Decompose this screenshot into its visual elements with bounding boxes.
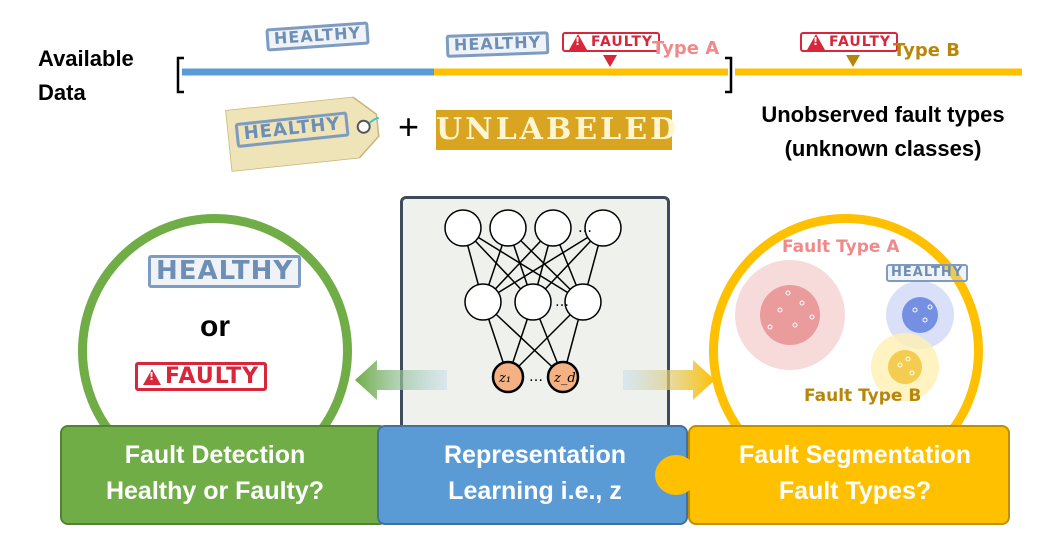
representation-label-line2: Learning i.e., z [448, 477, 622, 505]
available-data-label: Available Data [38, 46, 134, 105]
faulty-stamp-text: FAULTY [829, 33, 892, 50]
left-faulty-stamp: FAULTY [135, 362, 268, 392]
input-node [444, 209, 482, 247]
warning-icon [807, 34, 825, 50]
left-healthy-stamp: HEALTHY [148, 255, 302, 289]
or-label: or [200, 310, 230, 343]
cluster-b-inner [888, 350, 922, 384]
input-node [489, 209, 527, 247]
hidden-node [514, 283, 552, 321]
fault-segmentation-piece [688, 425, 1010, 525]
timeline-faulty-stamp-b: FAULTY [800, 32, 899, 52]
latent-label-last: z_d [553, 371, 576, 386]
healthy-tag: HEALTHY [225, 94, 383, 172]
type-b-marker [846, 55, 860, 67]
unobserved-fault-types-label: Unobserved fault types (unknown classes) [761, 102, 1005, 161]
fault-type-a-label: Fault Type A [782, 237, 900, 257]
arrow-to-segmentation [623, 360, 715, 400]
left-bracket [176, 56, 184, 94]
latent-node-last [546, 360, 580, 394]
fault-segmentation-label: Fault Segmentation Fault Types? [739, 441, 971, 505]
warning-icon [143, 368, 161, 385]
latent-node-first [491, 360, 525, 394]
timeline-graphic [176, 55, 1022, 94]
fault-type-b-label: Fault Type B [804, 386, 922, 406]
cluster-healthy-inner [902, 297, 938, 333]
neural-network: … … … z₁ z_d [444, 209, 622, 394]
cluster-a-inner [760, 285, 820, 345]
plus-sign: + [398, 106, 420, 147]
arrow-to-detection [355, 360, 447, 400]
hidden-node [564, 283, 602, 321]
tag-shape [225, 95, 383, 172]
right-healthy-stamp: HEALTHY [886, 264, 969, 282]
fault-detection-label: Fault Detection Healthy or Faulty? [105, 441, 325, 505]
hidden-dots: … [555, 294, 569, 310]
puzzle-knob-right [655, 455, 697, 495]
type-a-marker [603, 55, 617, 67]
right-bracket [725, 56, 733, 94]
timeline-healthy-stamp-2: HEALTHY [445, 31, 550, 58]
unlabeled-badge: UNLABELED [436, 110, 676, 150]
faulty-stamp-text: FAULTY [591, 33, 654, 50]
cluster-plot [735, 260, 954, 401]
fault-detection-piece [60, 425, 387, 525]
hidden-node [464, 283, 502, 321]
representation-label-line1: Representation [444, 441, 626, 469]
faulty-stamp-text: FAULTY [165, 364, 260, 389]
latent-dots: … [529, 369, 543, 385]
type-a-label: Type A [652, 38, 720, 59]
representation-piece [377, 425, 688, 525]
latent-label-first: z₁ [498, 371, 511, 386]
warning-icon [569, 34, 587, 50]
timeline-faulty-stamp-a: FAULTY [562, 32, 661, 52]
input-node [584, 209, 622, 247]
input-node [534, 209, 572, 247]
type-b-label: Type B [893, 40, 960, 61]
top-dots: … [578, 220, 592, 236]
